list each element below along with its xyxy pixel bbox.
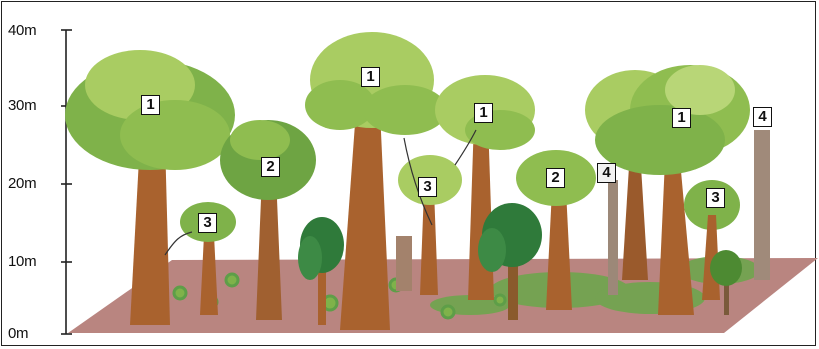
height-label-40m: 40m: [8, 22, 36, 39]
layer-tag-understory-left: 3: [198, 213, 217, 233]
layer-tag-canopy-right: 2: [546, 168, 565, 188]
height-label-0m: 0m: [8, 325, 28, 342]
height-label-30m: 30m: [8, 97, 36, 114]
layer-tag-canopy-left: 2: [261, 157, 280, 177]
broken-stump: [396, 236, 412, 291]
layer-tag-emergent-left: 1: [141, 95, 160, 115]
layer-tag-emergent-center: 1: [361, 67, 380, 87]
height-axis: [61, 30, 72, 334]
layer-tag-emergent-center-right: 1: [474, 103, 493, 123]
height-label-10m: 10m: [8, 253, 36, 270]
layer-tag-shrub-left: 4: [597, 163, 616, 183]
height-label-20m: 20m: [8, 175, 36, 192]
layer-tag-emergent-right: 1: [672, 108, 691, 128]
grey-trunk-right: [754, 130, 770, 280]
layer-tag-shrub-right: 4: [753, 107, 772, 127]
layer-tag-understory-right: 3: [706, 188, 725, 208]
layer-tag-understory-center: 3: [418, 177, 437, 197]
grey-trunk-left: [608, 180, 618, 295]
